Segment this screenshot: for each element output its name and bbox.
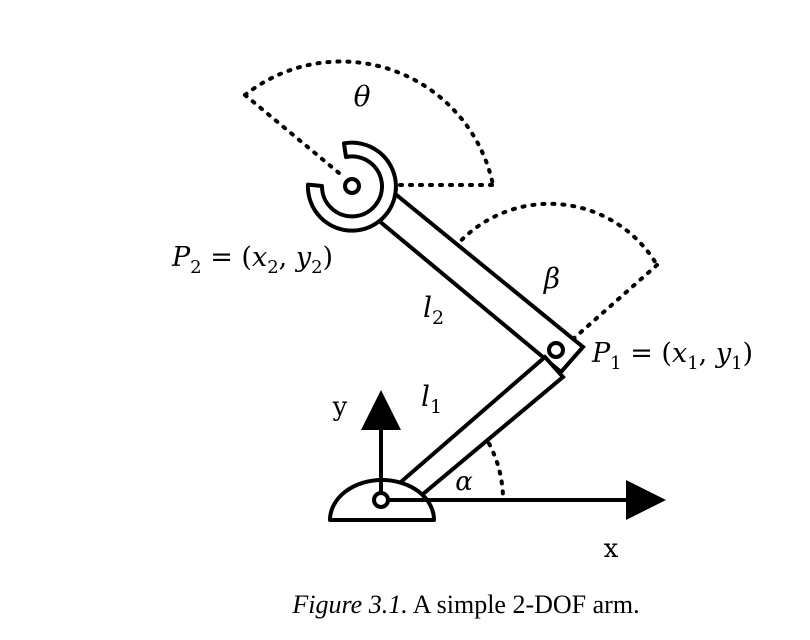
p1-label: P1 = (x1, y1)	[591, 338, 753, 374]
gripper	[305, 140, 398, 233]
theta-label: θ	[354, 80, 371, 113]
theta-sector-arc	[243, 59, 495, 187]
beta-sector-edge-right	[570, 263, 659, 342]
x-axis-label: x	[604, 534, 619, 564]
beta-label: β	[543, 262, 560, 295]
figure-caption: Figure 3.1. A simple 2-DOF arm.	[291, 590, 639, 619]
y-axis-label: y	[332, 392, 348, 422]
p2-label: P2 = (x2, y2)	[171, 242, 333, 278]
theta-sector-edge-left	[243, 93, 347, 180]
link-1	[381, 354, 566, 496]
alpha-sector-arc	[482, 433, 505, 499]
joint-p2	[343, 177, 361, 195]
beta-sector-arc	[453, 201, 659, 267]
l1-label: l1	[421, 380, 442, 418]
joint-base	[372, 491, 390, 509]
caption-text: A simple 2-DOF arm.	[408, 590, 640, 619]
l2-label: l2	[423, 291, 444, 329]
caption-prefix: Figure 3.1.	[291, 590, 407, 619]
alpha-label: α	[455, 467, 473, 497]
joint-p1	[547, 341, 565, 359]
